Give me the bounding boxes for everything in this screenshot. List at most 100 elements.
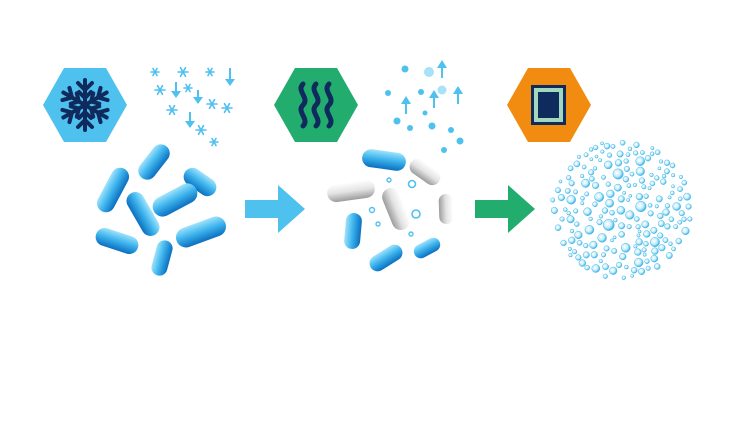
powder-bubble bbox=[633, 141, 640, 149]
powder-bubble bbox=[662, 237, 669, 243]
powder-bubble bbox=[639, 150, 645, 155]
powder-bubble bbox=[567, 246, 572, 251]
powder-bubble bbox=[628, 193, 633, 198]
powder-bubble bbox=[673, 224, 679, 230]
powder-bubble bbox=[602, 273, 608, 279]
powder-bubble bbox=[575, 254, 582, 261]
powder-bubble bbox=[657, 232, 664, 239]
powder-bubble bbox=[664, 203, 671, 209]
bacterium bbox=[126, 192, 160, 236]
powder-bubble bbox=[622, 190, 627, 195]
powder-bubble bbox=[645, 265, 651, 271]
powder-bubble bbox=[672, 202, 681, 211]
powder-bubble bbox=[663, 159, 671, 166]
powder-bubble bbox=[588, 216, 593, 222]
powder-bubble bbox=[609, 210, 615, 216]
powder-bubble bbox=[660, 178, 667, 185]
small-snowflake-icon bbox=[221, 102, 233, 114]
rising-vapor bbox=[385, 65, 464, 153]
powder-bubble bbox=[647, 202, 653, 208]
bacterium bbox=[152, 183, 198, 217]
powder-bubble bbox=[576, 154, 581, 159]
powder-bubble bbox=[677, 186, 683, 192]
up-arrow-icon bbox=[437, 60, 447, 78]
powder-bubble bbox=[603, 142, 611, 150]
powder-bubble bbox=[657, 166, 662, 171]
powder-bubble bbox=[566, 194, 576, 205]
small-snowflake-icon bbox=[154, 84, 166, 96]
powder-bubble bbox=[633, 150, 639, 156]
powder-bubble bbox=[635, 200, 647, 213]
powder-bubble bbox=[644, 155, 652, 162]
vapor-drop bbox=[418, 89, 424, 95]
powder-bubble bbox=[677, 196, 683, 202]
powder-bubble bbox=[591, 264, 601, 273]
powder-bubble bbox=[627, 146, 633, 152]
heat-waves-icon bbox=[298, 81, 334, 129]
arrow-right-icon bbox=[245, 185, 305, 233]
powder-bubble bbox=[574, 221, 580, 227]
powder-bubble bbox=[564, 187, 571, 194]
capsule-package-icon bbox=[531, 85, 566, 125]
vapor-drop bbox=[441, 147, 447, 153]
powder-bubble bbox=[638, 177, 646, 184]
powder-bubble bbox=[643, 230, 651, 238]
powder-bubble bbox=[636, 233, 641, 238]
up-arrow-icon bbox=[401, 96, 411, 114]
powder-bubble bbox=[650, 254, 659, 263]
powder-bubble bbox=[573, 160, 581, 168]
powder-bubble bbox=[600, 141, 604, 146]
powder-bubble bbox=[612, 168, 624, 180]
powder-bubble bbox=[578, 259, 587, 267]
powder-bubble bbox=[584, 264, 590, 271]
powder-bubble bbox=[647, 186, 652, 191]
powder-bubble bbox=[598, 259, 603, 264]
powder-bubble bbox=[601, 207, 609, 214]
vapor-drop bbox=[401, 65, 409, 73]
powder-bubble bbox=[569, 228, 575, 234]
powder-bubble bbox=[641, 184, 647, 190]
powder-bubble bbox=[633, 244, 638, 249]
powder-bubble bbox=[644, 258, 650, 264]
powder-bubble bbox=[610, 238, 614, 243]
powder-bubble bbox=[600, 252, 607, 258]
powder-bubble bbox=[566, 175, 572, 181]
powder-bubble bbox=[650, 146, 655, 151]
released-water-drop bbox=[411, 209, 421, 219]
powder-bubble bbox=[657, 212, 664, 220]
powder-bubble bbox=[625, 152, 631, 158]
powder-bubble bbox=[632, 182, 637, 187]
small-snowflake-icon bbox=[195, 124, 207, 136]
powder-bubble bbox=[583, 207, 592, 216]
powder-bubble bbox=[613, 218, 618, 223]
powder-bubble bbox=[581, 178, 591, 188]
powder-bubble bbox=[583, 152, 589, 158]
powder-bubble bbox=[618, 222, 626, 230]
bacterium bbox=[413, 237, 441, 259]
powder-bubble bbox=[620, 243, 631, 253]
powder-bubble bbox=[622, 176, 630, 183]
powder-bubble bbox=[675, 237, 683, 245]
powder-bubble bbox=[574, 230, 583, 240]
powder-bubble bbox=[597, 233, 607, 243]
powder-bubble bbox=[588, 147, 594, 152]
powder-bubble bbox=[566, 215, 575, 224]
down-arrow-icon bbox=[185, 112, 195, 128]
powder-bubble bbox=[611, 248, 618, 254]
powder-bubble bbox=[584, 225, 595, 235]
small-snowflake-icon bbox=[166, 104, 178, 116]
powder-bubble bbox=[638, 267, 646, 275]
powder-bubble bbox=[630, 266, 638, 274]
powder-bubble bbox=[637, 229, 642, 234]
powder-bubble bbox=[567, 165, 574, 172]
powder-bubble bbox=[658, 159, 664, 164]
powder-bubble bbox=[626, 224, 632, 230]
powder-bubble bbox=[584, 191, 590, 197]
up-arrow-icon bbox=[453, 86, 463, 104]
up-arrow-icon bbox=[429, 90, 439, 108]
powder-bubble bbox=[651, 247, 659, 255]
powder-bubble bbox=[650, 226, 658, 234]
vapor-drop bbox=[448, 127, 454, 133]
powder-bubble bbox=[635, 193, 644, 201]
powder-bubble bbox=[550, 197, 556, 203]
